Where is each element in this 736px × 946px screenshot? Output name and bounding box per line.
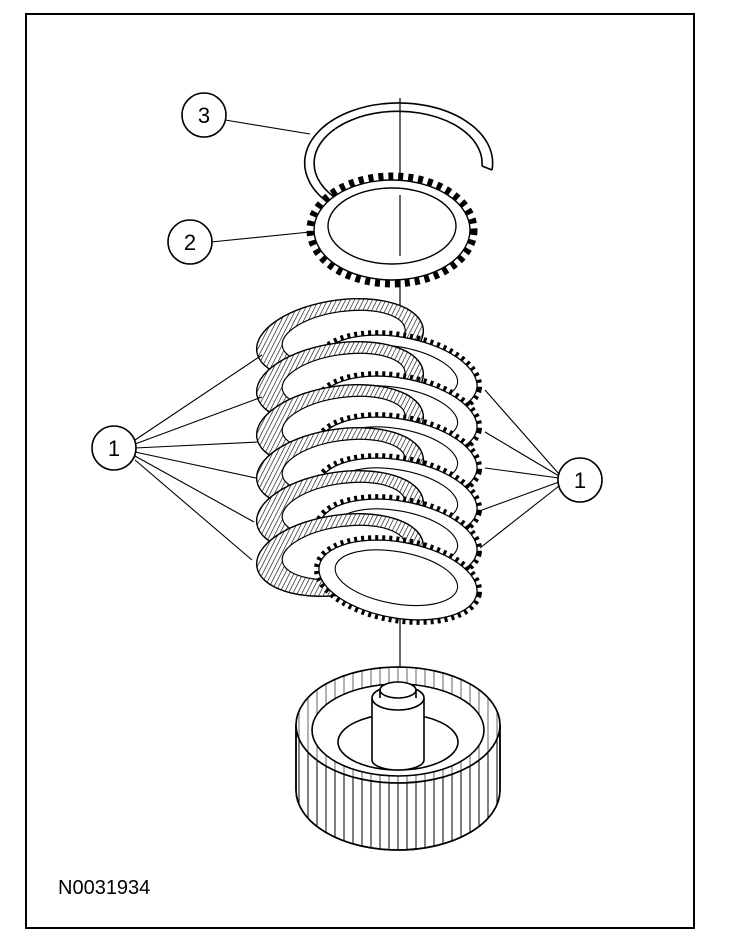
leader-lines bbox=[134, 119, 560, 561]
callout-1-left-label: 1 bbox=[108, 436, 120, 461]
steel-plate bbox=[313, 535, 483, 625]
callout-1-right-label: 1 bbox=[574, 468, 586, 493]
figure-border bbox=[25, 13, 695, 929]
clutch-drum bbox=[295, 666, 501, 851]
callout-3-label: 3 bbox=[198, 103, 210, 128]
clutch-plate-stack bbox=[255, 298, 483, 625]
callout-1-left: 1 bbox=[91, 425, 137, 471]
figure-id-label: N0031934 bbox=[58, 877, 150, 899]
callout-2-label: 2 bbox=[184, 230, 196, 255]
pressure-plate bbox=[306, 172, 478, 288]
callout-1-right: 1 bbox=[557, 457, 603, 503]
callout-3: 3 bbox=[181, 92, 227, 138]
callout-2: 2 bbox=[167, 219, 213, 265]
